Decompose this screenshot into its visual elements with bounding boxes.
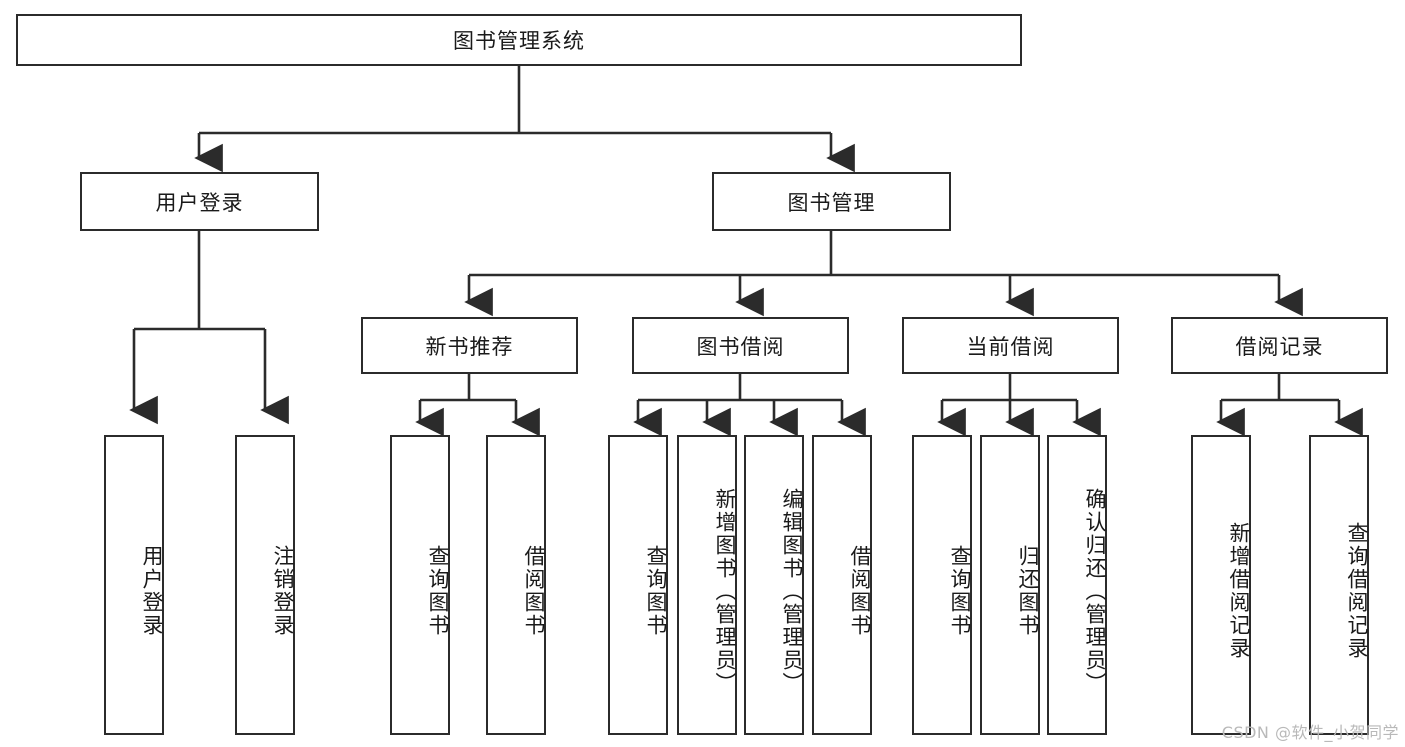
node-book-management-label: 图书管理 (787, 190, 876, 215)
node-book-borrow[interactable]: 图书借阅 (632, 317, 849, 374)
leaf-new-book-borrow[interactable]: 借阅图书 (486, 435, 546, 735)
node-current-borrow[interactable]: 当前借阅 (902, 317, 1119, 374)
leaf-label: 归还图书 (1016, 545, 1040, 637)
leaf-current-return-book[interactable]: 归还图书 (980, 435, 1040, 735)
node-user-login[interactable]: 用户登录 (80, 172, 319, 231)
leaf-current-confirm-return-admin[interactable]: 确认归还（管理员） (1047, 435, 1107, 735)
leaf-label: 查询图书 (426, 545, 450, 637)
leaf-label: 确认归还（管理员） (1083, 487, 1107, 695)
leaf-label: 查询借阅记录 (1345, 522, 1369, 660)
leaf-user-login-login[interactable]: 用户登录 (104, 435, 164, 735)
leaf-current-query-book[interactable]: 查询图书 (912, 435, 972, 735)
leaf-new-book-query[interactable]: 查询图书 (390, 435, 450, 735)
node-new-book-recommend[interactable]: 新书推荐 (361, 317, 578, 374)
node-borrow-record[interactable]: 借阅记录 (1171, 317, 1388, 374)
node-new-book-recommend-label: 新书推荐 (425, 334, 514, 359)
leaf-label: 借阅图书 (522, 545, 546, 637)
leaf-record-query-record[interactable]: 查询借阅记录 (1309, 435, 1369, 735)
leaf-label: 新增借阅记录 (1227, 522, 1251, 660)
leaf-record-add-record[interactable]: 新增借阅记录 (1191, 435, 1251, 735)
node-book-management[interactable]: 图书管理 (712, 172, 951, 231)
csdn-watermark: CSDN @软件_小贺同学 (1221, 723, 1399, 742)
leaf-borrow-query-book[interactable]: 查询图书 (608, 435, 668, 735)
node-root-label: 图书管理系统 (453, 29, 585, 53)
leaf-borrow-add-book-admin[interactable]: 新增图书（管理员） (677, 435, 737, 735)
leaf-label: 注销登录 (271, 545, 295, 637)
node-book-borrow-label: 图书借阅 (696, 334, 785, 359)
leaf-label: 查询图书 (644, 545, 668, 637)
leaf-label: 借阅图书 (848, 545, 872, 637)
leaf-borrow-borrow-book[interactable]: 借阅图书 (812, 435, 872, 735)
node-user-login-label: 用户登录 (155, 190, 244, 215)
node-current-borrow-label: 当前借阅 (966, 334, 1055, 359)
node-borrow-record-label: 借阅记录 (1235, 334, 1324, 359)
node-root[interactable]: 图书管理系统 (16, 14, 1022, 66)
leaf-borrow-edit-book-admin[interactable]: 编辑图书（管理员） (744, 435, 804, 735)
leaf-user-login-logout[interactable]: 注销登录 (235, 435, 295, 735)
leaf-label: 新增图书（管理员） (713, 487, 737, 695)
leaf-label: 查询图书 (948, 545, 972, 637)
leaf-label: 用户登录 (140, 545, 164, 637)
leaf-label: 编辑图书（管理员） (780, 487, 804, 695)
